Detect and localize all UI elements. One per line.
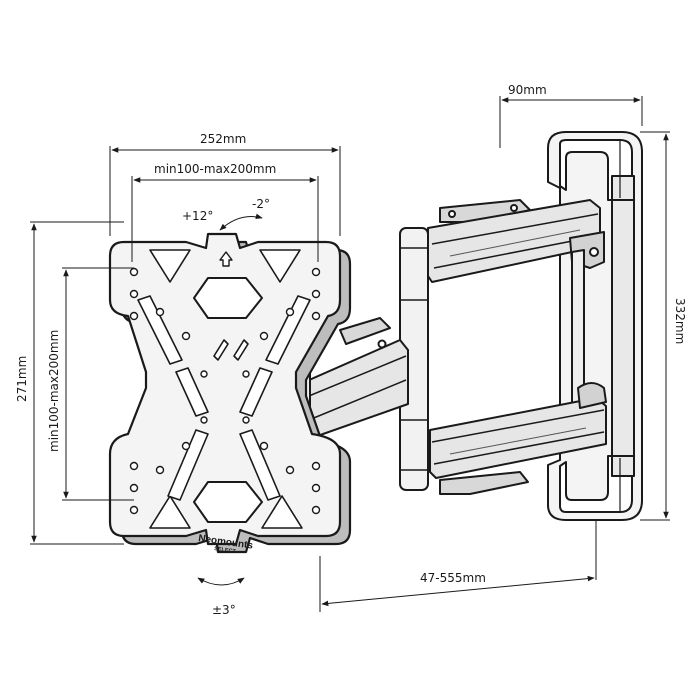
- tilt-up-label: +12°: [182, 209, 213, 223]
- vesa-plate: [108, 232, 352, 554]
- wall-plate-height-label: 332mm: [673, 298, 687, 344]
- extension-range-label: 47-555mm: [420, 571, 486, 585]
- arm-mechanism: [291, 199, 607, 495]
- arm-depth-label: 90mm: [508, 83, 547, 97]
- vesa-horizontal-label: min100-max200mm: [154, 162, 276, 176]
- plate-width-label: 252mm: [200, 132, 246, 146]
- plate-height-label: 271mm: [15, 356, 29, 402]
- brand-logo-sub: SELECT: [214, 546, 237, 555]
- tilt-down-label: -2°: [252, 197, 270, 211]
- dimension-annotations: [30, 96, 670, 612]
- rotation-label: ±3°: [212, 603, 236, 617]
- vesa-vertical-label: min100-max200mm: [47, 330, 61, 452]
- wall-plate: [547, 131, 643, 521]
